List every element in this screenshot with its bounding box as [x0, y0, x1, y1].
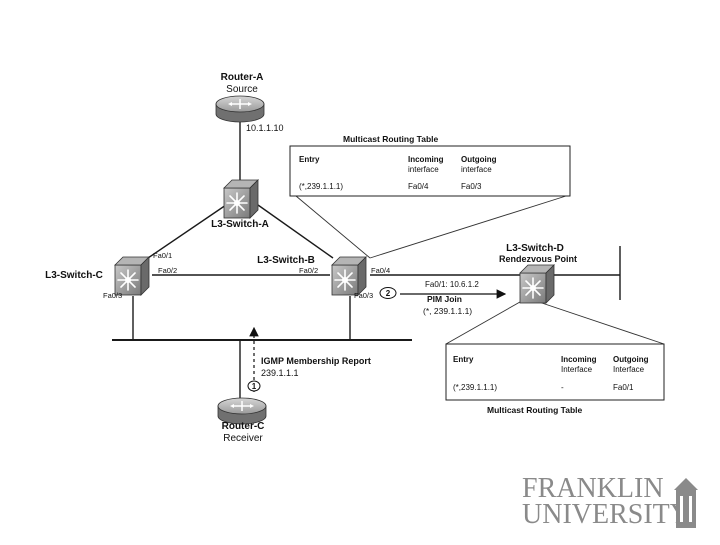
l3-switch-icon [114, 256, 150, 296]
switch-d-name: L3-Switch-D [506, 243, 564, 254]
table-title: Multicast Routing Table [487, 405, 583, 415]
table-box [289, 145, 571, 197]
table-cell: - [561, 383, 564, 392]
igmp-title: IGMP Membership Report [261, 356, 371, 366]
igmp-detail: 239.1.1.1 [261, 368, 299, 378]
table-cell: (*,239.1.1.1) [453, 383, 497, 392]
table-title: Multicast Routing Table [343, 134, 439, 144]
l3-switch-icon [519, 264, 555, 304]
router-c-role: Receiver [223, 433, 263, 444]
logo-building-icon [674, 478, 698, 528]
column-header: Outgoing [461, 155, 497, 164]
switch-c-name: L3-Switch-C [45, 270, 103, 281]
router-icon [215, 95, 265, 123]
column-header: interface [461, 165, 492, 174]
port-label: Fa0/1 [153, 251, 172, 260]
column-header: Interface [613, 365, 645, 374]
logo-line-1: FRANKLIN [522, 473, 664, 504]
column-header: Incoming [561, 355, 597, 364]
l3-switch-icon [331, 256, 367, 296]
port-label: Fa0/2 [299, 266, 318, 275]
port-label: Fa0/1: 10.6.1.2 [425, 280, 479, 289]
logo-line-2: UNIVERSITY [522, 499, 690, 530]
franklin-university-logo: FRANKLIN UNIVERSITY [522, 473, 698, 532]
step-number: 2 [386, 289, 391, 298]
step-badge [379, 287, 397, 299]
step-number: 1 [252, 382, 257, 391]
column-header: interface [408, 165, 439, 174]
port-label: Fa0/2 [158, 266, 177, 275]
pim-join-detail: (*, 239.1.1.1) [423, 306, 472, 316]
link-switcha-switchc [147, 204, 227, 259]
port-label: Fa0/3 [103, 291, 122, 300]
switch-d-role: Rendezvous Point [499, 254, 577, 264]
l3-switch-icon [223, 179, 259, 219]
column-header: Outgoing [613, 355, 649, 364]
router-c-name: Router-C [222, 421, 265, 432]
column-header: Incoming [408, 155, 444, 164]
switch-a-name: L3-Switch-A [211, 219, 269, 230]
pim-join-title: PIM Join [427, 294, 462, 304]
port-label: Fa0/4 [371, 266, 390, 275]
column-header: Entry [453, 355, 474, 364]
table-cell: Fa0/4 [408, 182, 429, 191]
callout-lines [295, 195, 665, 345]
table-box [445, 343, 665, 401]
router-a-ip: 10.1.1.10 [246, 123, 284, 133]
table-cell: Fa0/1 [613, 383, 634, 392]
router-a-role: Source [226, 84, 258, 95]
routing-table-bottom: Entry Incoming Interface Outgoing Interf… [445, 343, 665, 415]
link-switcha-switchb [257, 204, 334, 259]
table-cell: (*,239.1.1.1) [299, 182, 343, 191]
routing-table-top: Multicast Routing Table Entry Incoming i… [289, 134, 571, 197]
step-badge [247, 380, 261, 392]
network-links [112, 112, 621, 400]
port-label: Fa0/3 [354, 291, 373, 300]
column-header: Entry [299, 155, 320, 164]
table-cell: Fa0/3 [461, 182, 482, 191]
switch-b-name: L3-Switch-B [257, 255, 315, 266]
router-a-name: Router-A [221, 72, 264, 83]
column-header: Interface [561, 365, 593, 374]
